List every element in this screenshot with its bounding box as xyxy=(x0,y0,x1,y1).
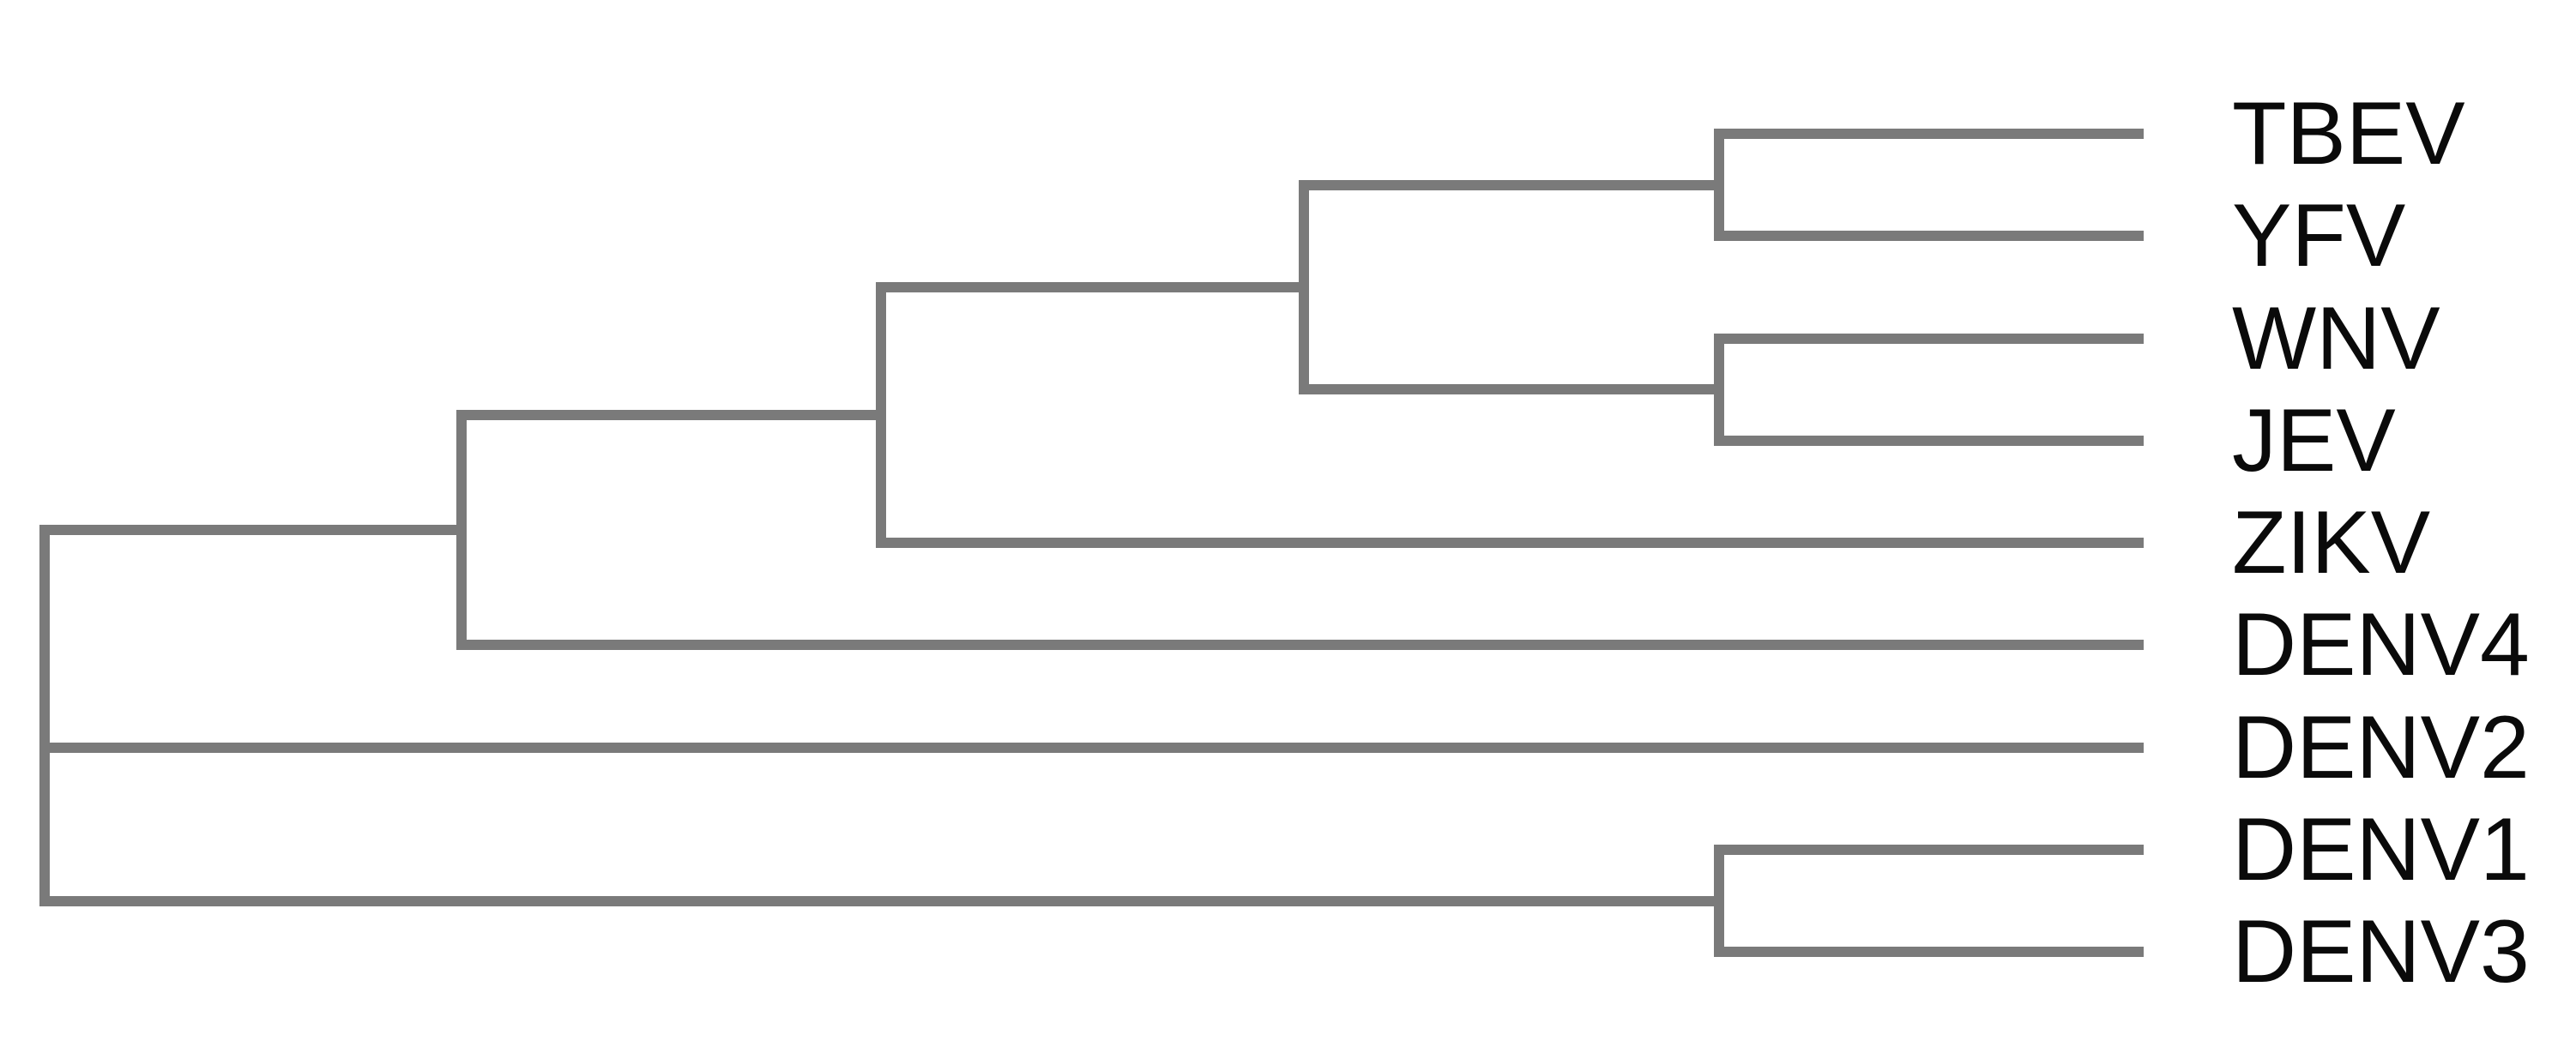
taxon-label-JEV: JEV xyxy=(2232,391,2396,490)
taxon-label-ZIKV: ZIKV xyxy=(2232,493,2430,593)
taxon-label-TBEV: TBEV xyxy=(2232,84,2465,184)
taxon-label-DENV2: DENV2 xyxy=(2232,698,2530,797)
taxon-label-DENV1: DENV1 xyxy=(2232,800,2530,900)
taxon-label-WNV: WNV xyxy=(2232,289,2440,388)
taxon-label-DENV3: DENV3 xyxy=(2232,902,2530,1002)
taxon-label-YFV: YFV xyxy=(2232,186,2405,286)
taxon-label-DENV4: DENV4 xyxy=(2232,595,2530,695)
